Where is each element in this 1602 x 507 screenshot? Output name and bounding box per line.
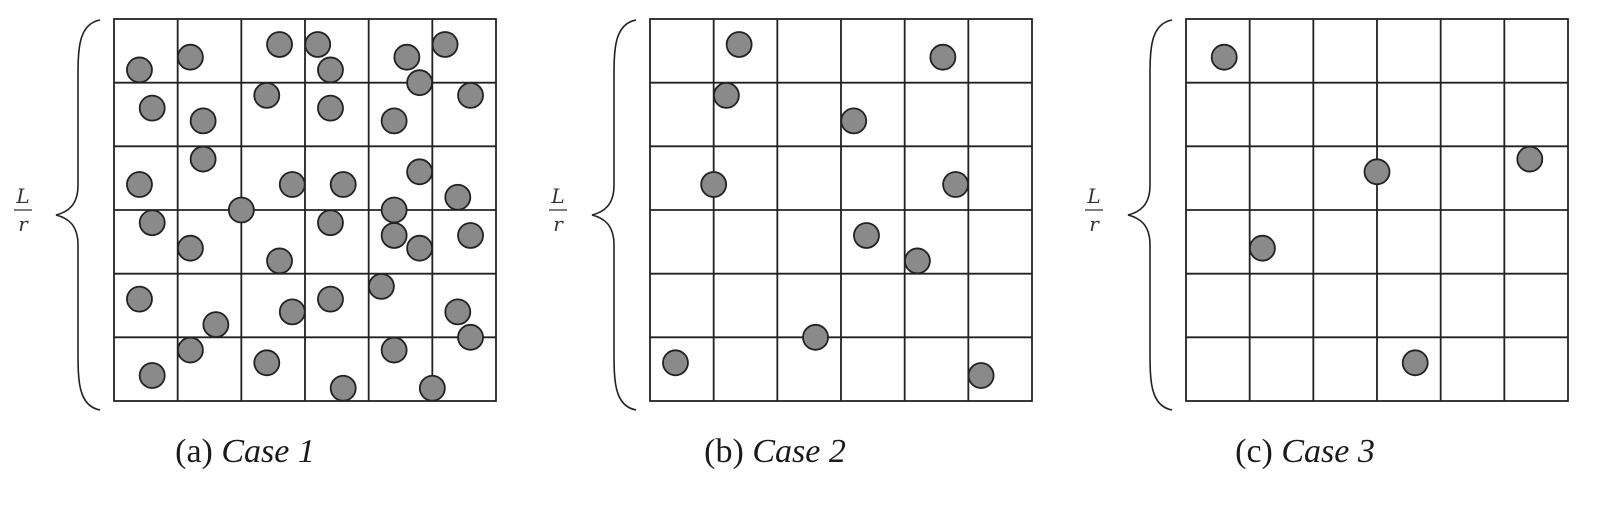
particle: [904, 247, 931, 275]
particle: [317, 209, 344, 237]
particle-group: [662, 31, 995, 389]
particle: [317, 94, 344, 122]
lattice-grid: [113, 18, 497, 402]
particle: [967, 362, 995, 389]
particle: [138, 94, 166, 122]
particle: [380, 222, 408, 249]
particle: [393, 43, 421, 71]
caption-case: Case 2: [752, 433, 846, 470]
side-brace: [55, 19, 101, 411]
particle: [444, 183, 472, 211]
panel-case-1: L r (a) Case 1: [14, 18, 497, 470]
side-length-numerator: L: [15, 184, 29, 208]
particle: [367, 272, 395, 300]
particle: [176, 336, 204, 364]
particle: [406, 69, 434, 97]
particle: [380, 196, 408, 224]
caption-prefix: (c): [1235, 433, 1273, 470]
particle: [227, 196, 255, 224]
particle: [1516, 145, 1544, 173]
particle: [457, 323, 484, 351]
particle: [176, 43, 204, 71]
particle: [253, 82, 281, 109]
particle: [444, 298, 472, 326]
panel-case-3: L r (c) Case 3: [1085, 18, 1569, 470]
caption-prefix: (a): [175, 433, 213, 470]
particle: [418, 374, 446, 402]
side-brace: [1127, 19, 1173, 411]
particle: [253, 349, 281, 377]
particle: [317, 285, 344, 313]
particle: [1363, 158, 1391, 186]
side-brace: [591, 19, 637, 411]
particle: [266, 31, 293, 58]
caption-prefix: (b): [704, 433, 744, 470]
particle: [176, 234, 204, 262]
particle: [457, 222, 484, 249]
particle: [126, 285, 153, 313]
particle: [1210, 43, 1238, 71]
side-length-denominator: r: [553, 212, 564, 236]
panel-caption: (c) Case 3: [1235, 433, 1375, 470]
particle-group: [1210, 43, 1544, 377]
particle: [189, 145, 217, 173]
particle: [380, 107, 408, 135]
particle: [1249, 234, 1276, 262]
particle: [278, 171, 306, 198]
caption-case: Case 1: [221, 433, 315, 470]
side-length-denominator: r: [1089, 212, 1100, 236]
panel-case-2: L r (b) Case 2: [549, 18, 1033, 470]
panel-caption: (a) Case 1: [175, 433, 315, 470]
particle: [317, 56, 344, 84]
particle: [278, 298, 306, 326]
particle: [126, 56, 153, 84]
particle: [942, 171, 969, 198]
particle: [853, 222, 880, 249]
particle: [266, 247, 293, 275]
particle: [662, 349, 689, 377]
side-length-numerator: L: [1086, 184, 1100, 208]
side-length-numerator: L: [550, 184, 564, 208]
particle: [725, 31, 753, 58]
lattice-grid: [1185, 18, 1569, 402]
side-length-denominator: r: [18, 212, 29, 236]
caption-case: Case 3: [1281, 433, 1375, 470]
particle: [431, 31, 459, 58]
particle: [202, 311, 230, 339]
particle: [406, 234, 434, 262]
particle: [457, 82, 484, 109]
particle: [138, 209, 166, 237]
panel-caption: (b) Case 2: [704, 433, 846, 470]
particle: [406, 158, 434, 186]
particle: [329, 171, 357, 198]
particle: [126, 171, 153, 198]
particle: [840, 107, 868, 135]
lattice-grid: [649, 18, 1033, 402]
particle: [304, 31, 332, 58]
particle-group: [126, 31, 484, 402]
particle: [329, 374, 357, 402]
particle: [138, 362, 166, 389]
particle: [380, 336, 408, 364]
particle: [929, 43, 957, 71]
particle: [189, 107, 217, 135]
particle: [1401, 349, 1429, 377]
particle: [700, 171, 728, 198]
particle: [713, 82, 740, 109]
particle: [802, 323, 829, 351]
